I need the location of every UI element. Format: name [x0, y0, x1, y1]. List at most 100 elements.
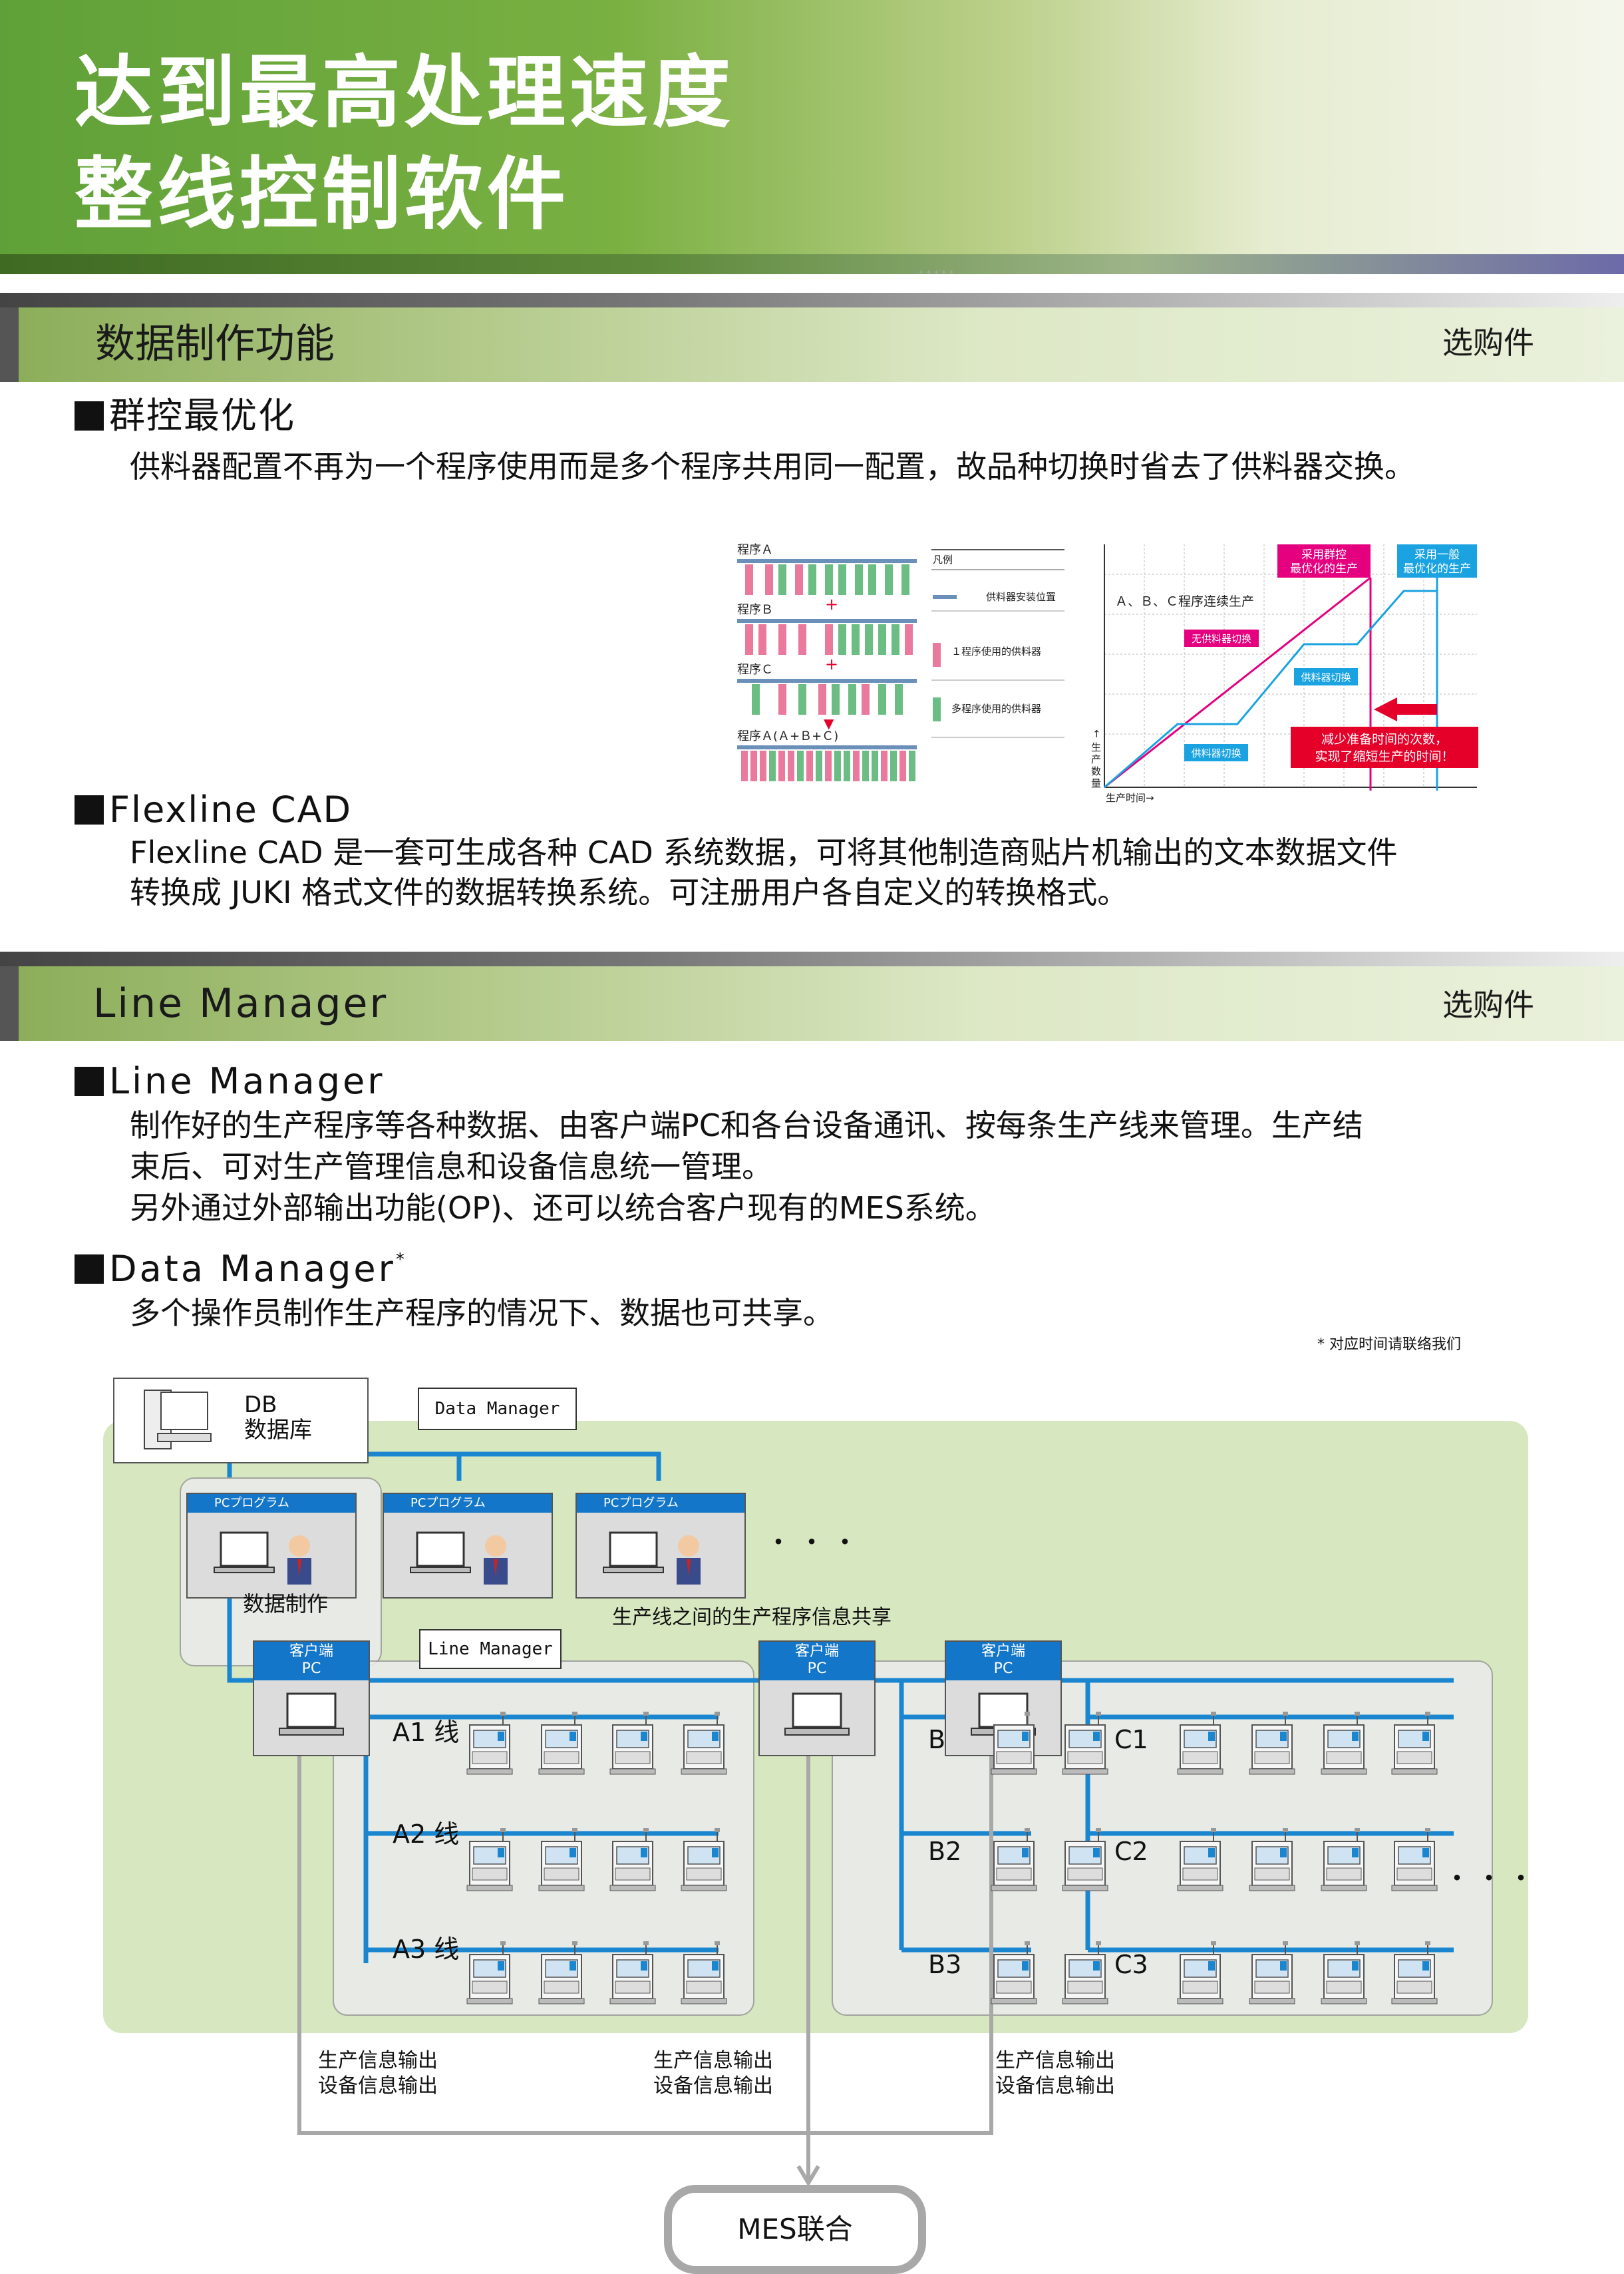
subheading-data-manager: Data Manager*	[75, 1251, 407, 1287]
text-flexline-1: Flexline CAD 是一套可生成各种 CAD 系统数据，可将其他制造商贴片…	[130, 835, 1398, 870]
production-chart: 采用群控 最优化的生产 采用一般 最优化的生产 Ａ、Ｂ、Ｃ程序连续生产 无供料器…	[1091, 544, 1478, 804]
tiny-mark: + + + + +	[918, 269, 955, 276]
line-bc-panel	[832, 1660, 1493, 2016]
subheading-group-control: 群控最优化	[75, 398, 295, 434]
mounter-machine-icon	[538, 1940, 588, 2010]
continuous-label: Ａ、Ｂ、Ｃ程序连续生产	[1115, 594, 1254, 609]
laptop-icon	[784, 1692, 850, 1736]
program-abc-label: 程序Ａ(Ａ+Ｂ+Ｃ)	[737, 729, 838, 743]
mounter-machine-icon	[680, 1940, 731, 2010]
section-title: 数据制作功能	[95, 321, 335, 367]
line-c3-label: C3	[1114, 1950, 1148, 1979]
operator-icon	[410, 1531, 508, 1585]
mounter-machine-icon	[466, 1827, 516, 1897]
mounter-machine-icon	[990, 1827, 1041, 1897]
pc-program-3: PCプログラム	[575, 1493, 746, 1599]
mounter-machine-icon	[1248, 1710, 1299, 1780]
switch-label-1: 供料器切换	[1191, 747, 1241, 759]
pc-program-2: PCプログラム	[383, 1493, 553, 1599]
subheading-line-manager: Line Manager	[75, 1063, 385, 1099]
switch-label-2: 供料器切换	[1301, 671, 1351, 683]
plus-1: +	[825, 595, 838, 614]
pc-program-1: PCプログラム	[186, 1493, 357, 1599]
mes-box: MES联合	[664, 2185, 926, 2274]
legend-2: １程序使用的供料器	[951, 646, 1041, 658]
line-a1-label: A1 线	[393, 1718, 460, 1747]
mounter-machine-icon	[1390, 1940, 1441, 2010]
mounter-machine-icon	[1390, 1827, 1441, 1897]
line-a2-label: A2 线	[393, 1819, 460, 1849]
mounter-machine-icon	[1320, 1710, 1371, 1780]
mounter-machine-icon	[680, 1827, 731, 1897]
mounter-machine-icon	[990, 1940, 1041, 2010]
program-a-label: 程序Ａ	[737, 543, 773, 557]
data-creation-label: 数据制作	[243, 1591, 329, 1616]
mounter-machine-icon	[1390, 1710, 1441, 1780]
hero-divider	[0, 254, 1624, 274]
mounter-machine-icon	[1320, 1940, 1371, 2010]
text-flexline-2: 转换成 JUKI 格式文件的数据转换系统。可注册用户各自定义的转换格式。	[130, 874, 1128, 910]
line-c2-label: C2	[1114, 1837, 1148, 1866]
option-badge: 选购件	[1442, 325, 1534, 361]
red-arrow-icon	[1374, 697, 1437, 721]
text-dm: 多个操作员制作生产程序的情况下、数据也可共享。	[130, 1295, 834, 1331]
operator-icon	[214, 1531, 311, 1585]
operator-icon	[603, 1531, 701, 1585]
mounter-machine-icon	[1320, 1827, 1371, 1897]
output-label-b: 生产信息输出设备信息输出	[653, 2049, 773, 2098]
y-axis-label-1: 生	[1091, 741, 1101, 753]
share-label: 生产线之间的生产程序信息共享	[612, 1606, 892, 1629]
label-general-2: 最优化的生产	[1403, 562, 1471, 576]
benefit-line2: 实现了缩短生产的时间！	[1315, 749, 1454, 764]
line-manager-box: Line Manager	[419, 1629, 562, 1669]
ellipsis-right: ・・・	[1444, 1863, 1540, 1894]
mounter-machine-icon	[538, 1710, 588, 1780]
mounter-machine-icon	[1061, 1827, 1112, 1897]
y-axis-arrow: ↑	[1092, 728, 1101, 740]
server-icon	[144, 1390, 212, 1449]
footnote: * 对应时间请联络我们	[1317, 1336, 1461, 1353]
mounter-machine-icon	[1061, 1940, 1112, 2010]
text-lm-3: 另外通过外部输出功能(OP)、还可以统合客户现有的MES系统。	[130, 1190, 996, 1226]
mounter-machine-icon	[1176, 1940, 1227, 2010]
mounter-machine-icon	[1061, 1710, 1112, 1780]
output-label-c: 生产信息输出设备信息输出	[995, 2049, 1115, 2098]
mounter-machine-icon	[1248, 1940, 1299, 2010]
mounter-machine-icon	[680, 1710, 731, 1780]
line-a3-label: A3 线	[393, 1935, 460, 1964]
section-title-2: Line Manager	[93, 980, 389, 1027]
text-lm-2: 束后、可对生产管理信息和设备信息统一管理。	[130, 1149, 772, 1185]
y-axis-label-4: 量	[1091, 777, 1101, 789]
section-header-line-manager: Line Manager 选购件	[0, 952, 1624, 1041]
label-general-1: 采用一般	[1414, 548, 1460, 562]
label-group-1: 采用群控	[1301, 548, 1347, 562]
legend-3: 多程序使用的供料器	[951, 703, 1041, 715]
output-label-a: 生产信息输出设备信息输出	[318, 2049, 438, 2098]
program-figure: 程序Ａ 程序Ｂ 程序Ｃ 程序Ａ(Ａ+Ｂ+Ｃ) + + ▼	[737, 543, 1064, 781]
legend-title: 凡例	[933, 554, 953, 566]
subheading-flexline: Flexline CAD	[75, 792, 352, 828]
x-axis-label: 生产时间→	[1106, 792, 1154, 804]
laptop-icon	[279, 1692, 344, 1736]
page-title-line2: 整线控制软件	[75, 148, 570, 240]
ellipsis-top: ・・・	[765, 1527, 865, 1558]
mounter-machine-icon	[1176, 1710, 1227, 1780]
mounter-machine-icon	[990, 1710, 1041, 1780]
data-manager-box: Data Manager	[418, 1388, 577, 1430]
line-c1-label: C1	[1114, 1725, 1148, 1754]
program-c-label: 程序Ｃ	[737, 663, 773, 677]
line-b3-label: B3	[928, 1950, 962, 1979]
down-arrow: ▼	[824, 715, 834, 731]
mounter-machine-icon	[609, 1940, 659, 2010]
plus-2: +	[825, 655, 838, 673]
option-badge-2: 选购件	[1442, 987, 1534, 1023]
mounter-machine-icon	[1248, 1827, 1299, 1897]
text-lm-1: 制作好的生产程序等各种数据、由客户端PC和各台设备通讯、按每条生产线来管理。生产…	[130, 1107, 1363, 1143]
mounter-machine-icon	[538, 1827, 588, 1897]
text-group-control: 供料器配置不再为一个程序使用而是多个程序共用同一配置，故品种切换时省去了供料器交…	[130, 449, 1415, 484]
line-b1-label: B	[928, 1725, 946, 1754]
